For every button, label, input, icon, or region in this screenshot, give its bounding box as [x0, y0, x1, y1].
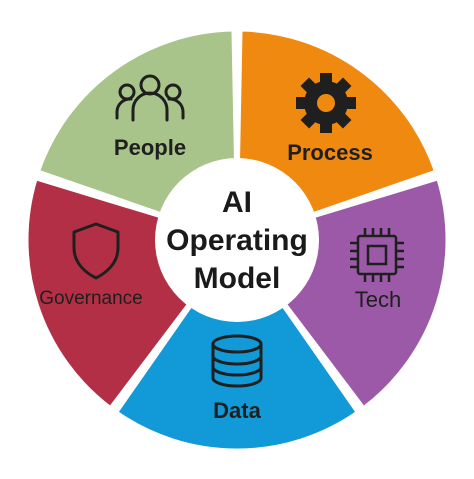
segment-label-process: Process [287, 140, 373, 165]
segment-label-data: Data [213, 398, 261, 423]
segment-data [114, 237, 360, 452]
center-circle [155, 158, 319, 322]
center-title-line: Operating [166, 224, 308, 257]
people-icon [115, 74, 185, 122]
segment-label-tech: Tech [355, 287, 401, 312]
center-title-line: Model [194, 262, 281, 295]
database-icon [211, 334, 263, 388]
shield-icon [72, 222, 120, 280]
segment-label-governance: Governance [39, 288, 143, 309]
center-title-line: AI [222, 186, 252, 219]
gear-icon [296, 73, 356, 133]
chip-icon [350, 228, 404, 282]
segment-label-people: People [114, 135, 186, 160]
